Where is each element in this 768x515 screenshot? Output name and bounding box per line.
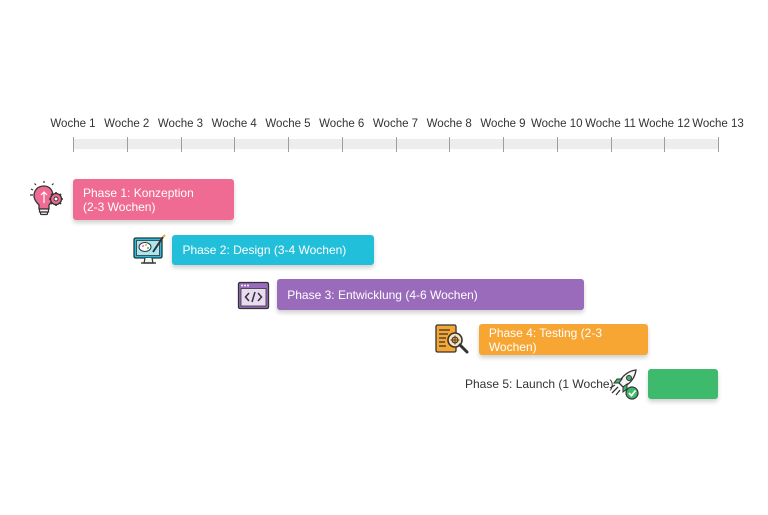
axis-tick [449,137,450,152]
week-label: Woche 4 [211,118,257,130]
phase-duration-label: (2-3 Wochen) [83,199,156,214]
week-label: Woche 1 [50,118,96,130]
monitor-palette-icon [133,234,166,264]
phase-label: Phase 1: Konzeption [83,185,194,200]
timeline-axis [73,139,718,149]
axis-tick [234,137,235,152]
phase-bar-launch[interactable] [648,369,718,399]
week-label: Woche 2 [104,118,150,130]
week-label: Woche 8 [426,118,472,130]
document-magnifier-icon [435,324,469,354]
code-window-icon [237,281,270,310]
axis-tick [611,137,612,152]
axis-tick [342,137,343,152]
axis-tick [718,137,719,152]
week-label: Woche 7 [372,118,419,130]
week-label: Woche 3 [157,118,204,130]
week-label: Woche 13 [692,118,744,130]
phase-bar-design[interactable]: Phase 2: Design (3-4 Wochen) [172,235,374,265]
lightbulb-gear-icon [30,181,63,216]
week-label: Woche 10 [530,118,583,130]
rocket-check-icon [609,369,639,400]
week-label: Woche 5 [265,118,311,130]
phase-bar-konzeption[interactable]: Phase 1: Konzeption (2-3 Wochen) [73,179,235,220]
phase-label-launch: Phase 5: Launch (1 Woche) [465,377,614,391]
axis-tick [73,137,74,152]
phase-label: Phase 4: Testing (2-3 Wochen) [488,325,602,354]
axis-tick [396,137,397,152]
axis-tick [127,137,128,152]
axis-tick [664,137,665,152]
axis-tick [557,137,558,152]
week-label: Woche 12 [638,118,691,130]
week-label: Woche 9 [480,118,526,130]
week-label: Woche 11 [585,118,636,130]
phase-label: Phase 3: Entwicklung (4-6 Wochen) [287,287,478,302]
phase-bar-testing[interactable]: Phase 4: Testing (2-3 Wochen) [478,324,649,355]
phase-bar-entwicklung[interactable]: Phase 3: Entwicklung (4-6 Wochen) [277,279,584,310]
axis-tick [288,137,289,152]
phase-label: Phase 2: Design (3-4 Wochen) [182,243,347,257]
axis-tick [503,137,504,152]
axis-tick [181,137,182,152]
week-label: Woche 6 [319,118,365,130]
